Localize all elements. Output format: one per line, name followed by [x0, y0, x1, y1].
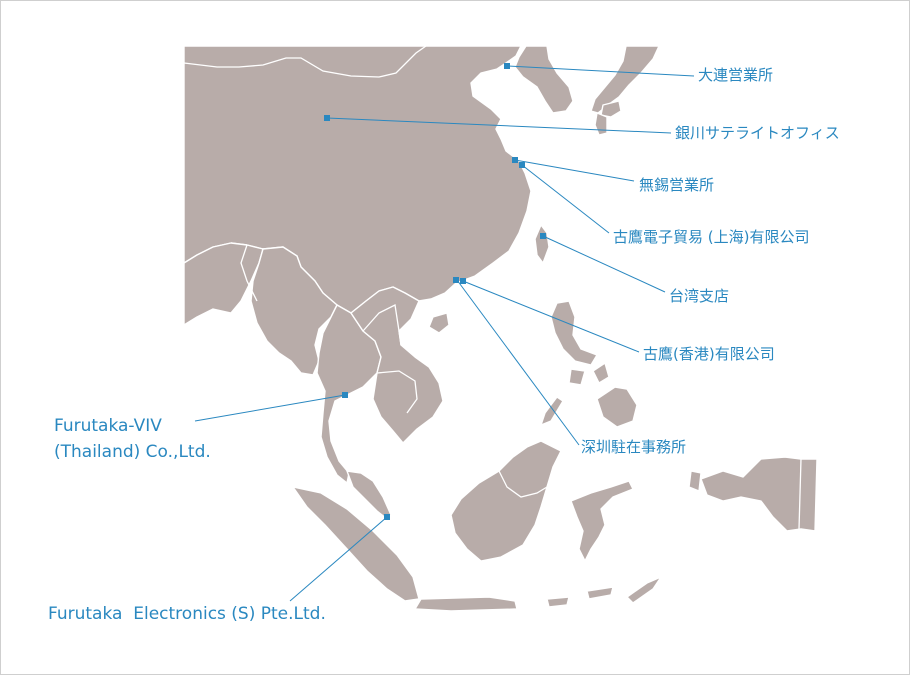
leader-singapore	[289, 516, 388, 602]
border-india-myanmar	[240, 244, 258, 302]
japan-kyushu	[594, 112, 608, 136]
sulawesi	[570, 480, 634, 562]
philippines-luzon	[550, 300, 598, 366]
borneo	[450, 440, 562, 562]
leader-hongkong	[462, 280, 640, 353]
label-thailand-line1: Furutaka-VIV	[54, 416, 162, 436]
label-thailand-line2: (Thailand) Co.,Ltd.	[54, 442, 211, 462]
leader-shanghai	[521, 164, 610, 234]
leader-wuxi	[514, 159, 635, 182]
japan-honshu	[590, 45, 660, 114]
border-borneo	[498, 470, 548, 498]
border-thai-cambodia	[376, 370, 418, 414]
marker-yinchuan	[324, 115, 330, 121]
leader-shenzhen	[456, 279, 580, 446]
marker-wuxi	[512, 157, 518, 163]
leader-dalian	[506, 65, 695, 77]
marker-thailand	[342, 392, 348, 398]
java	[414, 596, 518, 612]
leader-thailand	[194, 394, 346, 422]
philippines-visayas-2	[592, 362, 610, 384]
indochina	[350, 286, 444, 444]
border-new-guinea	[798, 458, 802, 530]
marker-dalian	[504, 63, 510, 69]
leader-yinchuan	[326, 117, 672, 134]
palawan	[540, 396, 564, 426]
label-yinchuan-office: 銀川サテライトオフィス	[675, 124, 840, 142]
halmahera	[688, 470, 702, 492]
label-dalian-office: 大連営業所	[698, 66, 774, 84]
label-shenzhen-office: 深圳駐在事務所	[581, 438, 687, 456]
malaysia-peninsula	[346, 470, 392, 520]
lesser-sunda-2	[586, 586, 614, 600]
japan-shikoku	[600, 100, 622, 118]
border-korea-china	[496, 68, 538, 88]
border-china-mongolia	[183, 45, 427, 78]
label-hongkong-office: 古鷹(香港)有限公司	[643, 345, 775, 363]
timor	[626, 576, 662, 604]
philippines-visayas	[568, 368, 586, 386]
label-wuxi-office: 無錫営業所	[639, 176, 715, 194]
hainan	[428, 312, 450, 334]
label-taiwan-office: 台湾支店	[669, 287, 730, 305]
leader-taiwan	[542, 235, 666, 293]
taiwan	[534, 224, 550, 264]
south-asia-west	[183, 242, 264, 326]
marker-hongkong	[460, 278, 466, 284]
marker-singapore	[384, 514, 390, 520]
lesser-sunda	[546, 596, 570, 608]
label-shanghai-office: 古鷹電子貿易 (上海)有限公司	[613, 228, 810, 246]
korea	[514, 45, 574, 114]
marker-shanghai	[519, 162, 525, 168]
philippines-mindanao	[596, 386, 638, 428]
label-singapore-office: Furutaka Electronics (S) Pte.Ltd.	[48, 604, 326, 624]
new-guinea	[700, 456, 818, 532]
marker-taiwan	[540, 233, 546, 239]
border-laos-vietnam	[362, 304, 402, 346]
marker-shenzhen	[453, 277, 459, 283]
